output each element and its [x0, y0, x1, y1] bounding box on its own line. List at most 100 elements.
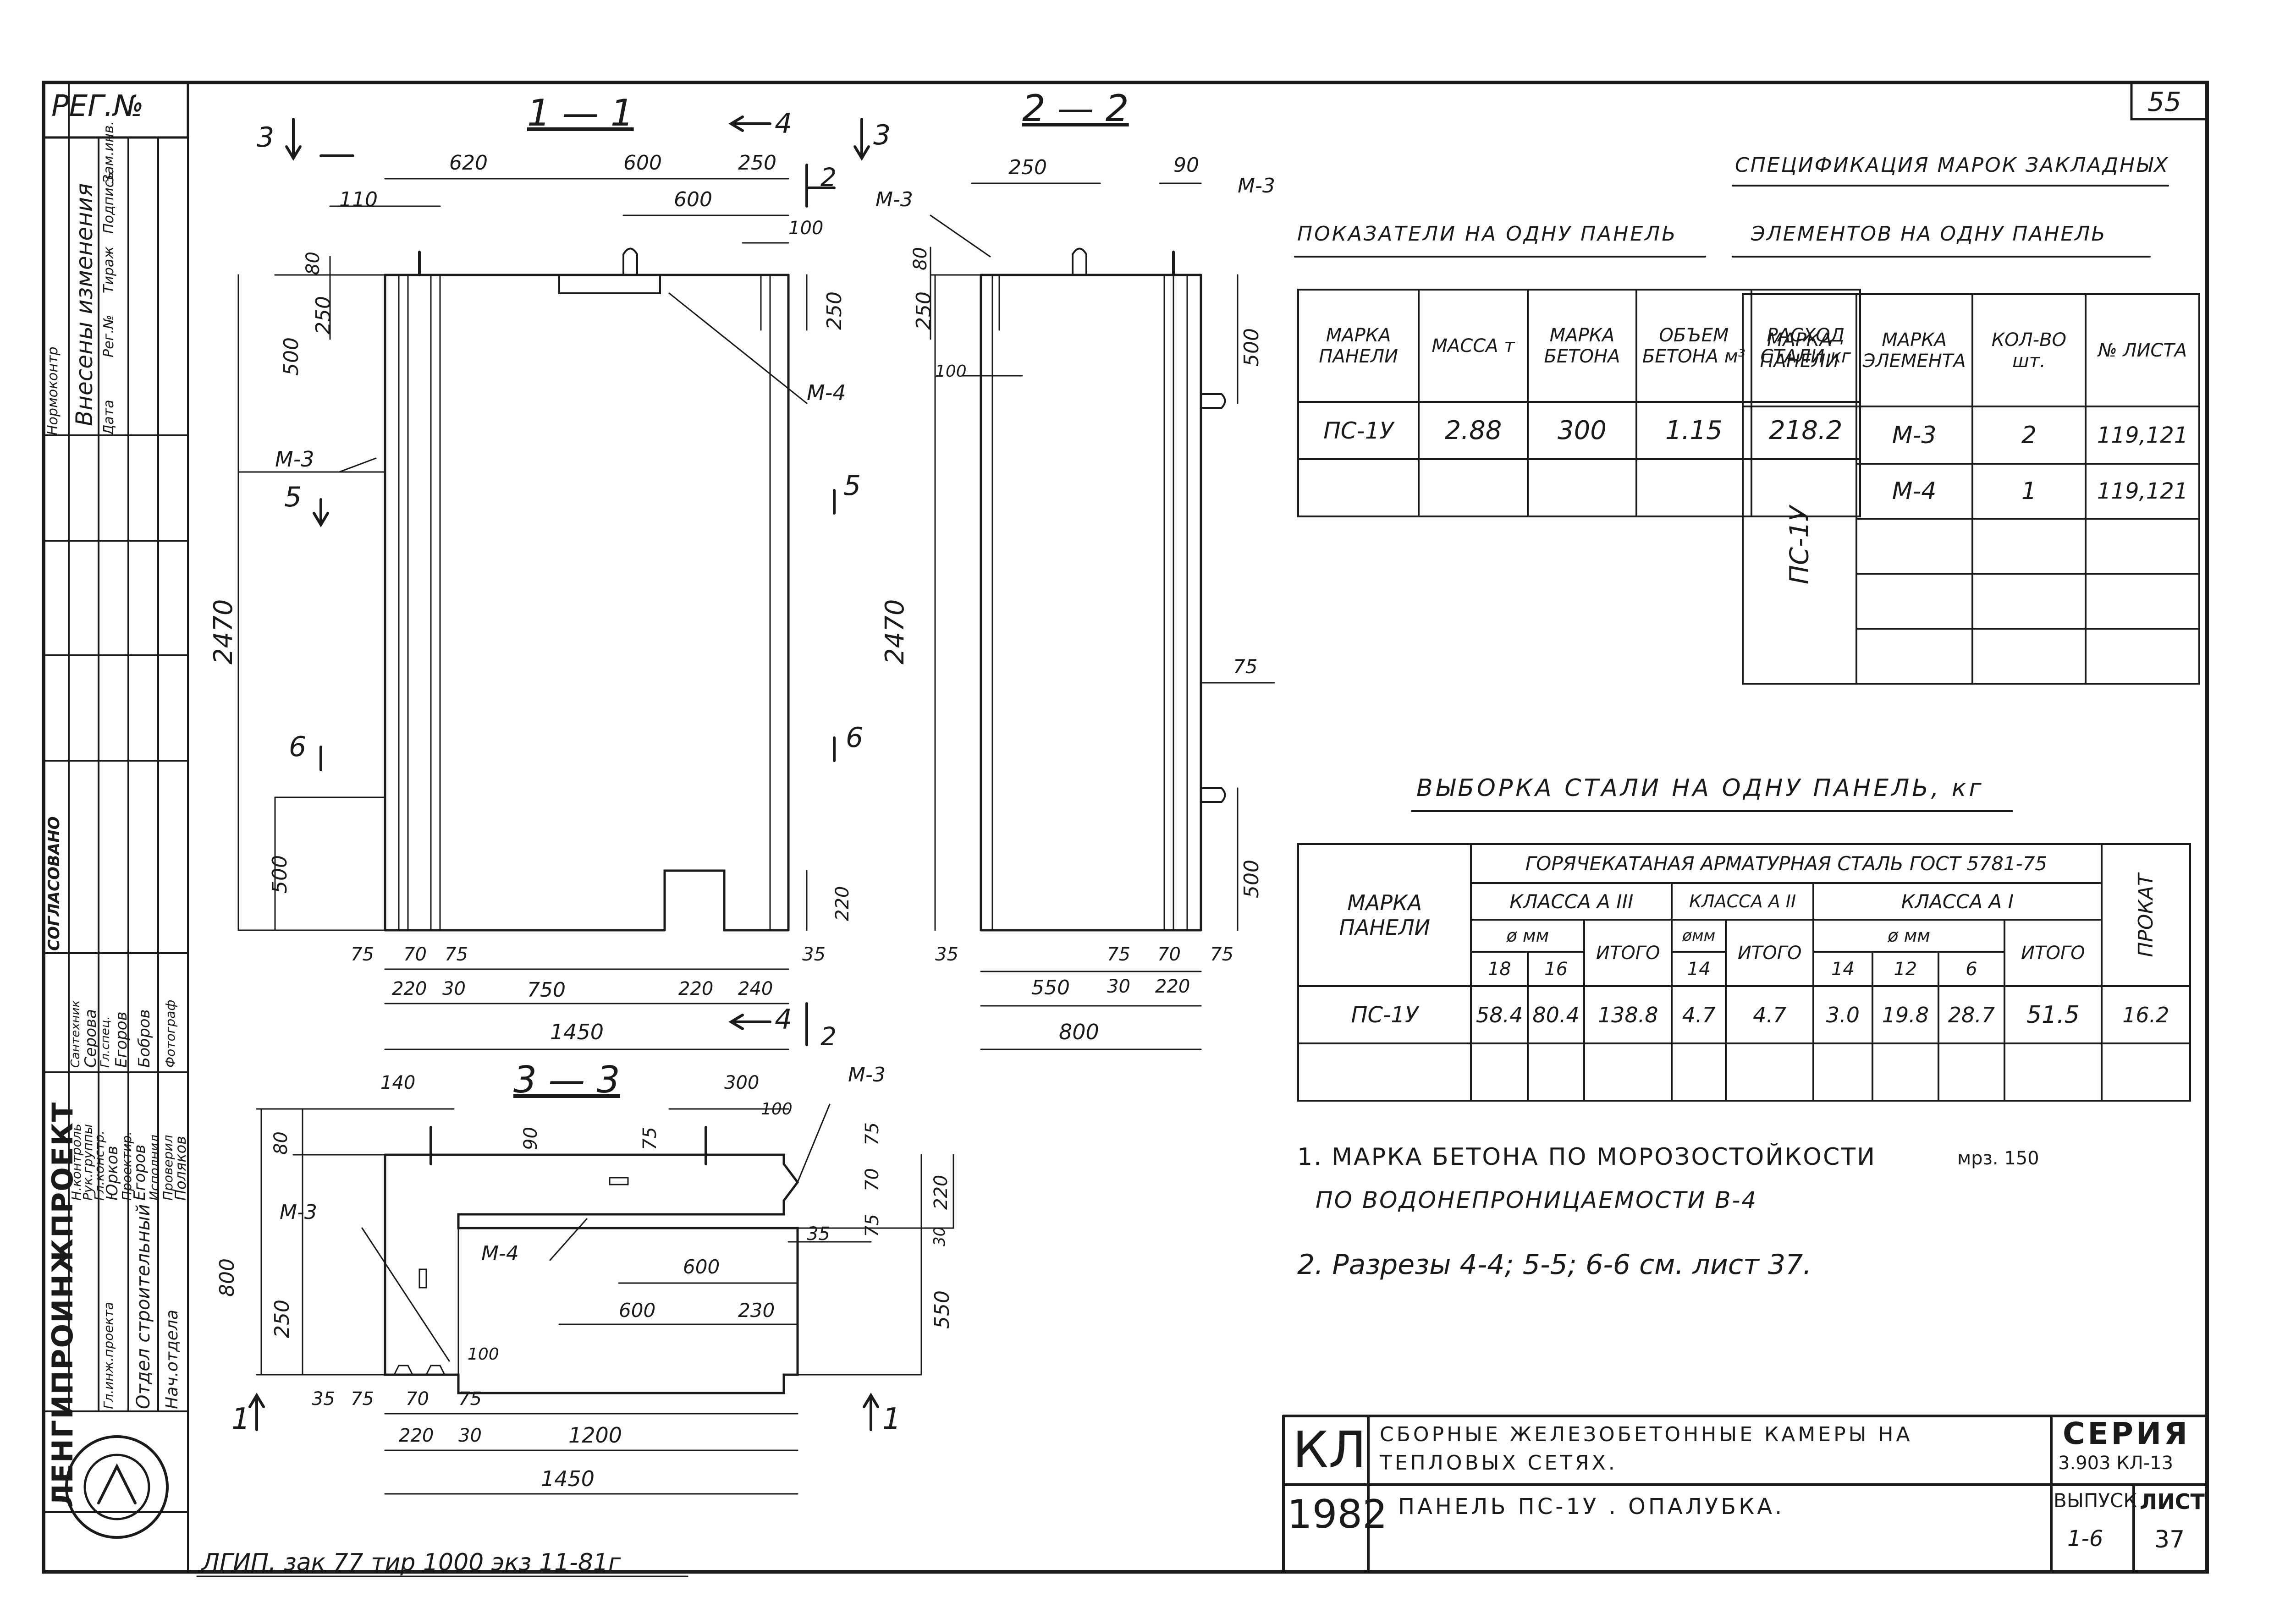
dim-75-2-2-right: 75: [1233, 655, 1258, 678]
dim-600-3-3-a: 600: [683, 1256, 720, 1278]
dim-90-3-3: 90: [520, 1127, 541, 1150]
title-block-issue-value: 1-6: [2067, 1526, 2103, 1552]
dim-620: 620: [449, 151, 488, 175]
section-1-1-title: 1 — 1: [527, 92, 634, 134]
dim-100-3-3: 100: [761, 1100, 793, 1119]
dim-250-left: 250: [312, 296, 335, 335]
steel-panel: ПС-1У: [1297, 985, 1472, 1044]
dim-250-2-2: 250: [1008, 156, 1047, 179]
title-block-issue-label: ВЫПУСК: [2054, 1489, 2137, 1512]
note-1-a: 1. МАРКА БЕТОНА ПО МОРОЗОСТОЙКОСТИ: [1297, 1143, 1877, 1171]
dim-30-3-3-r: 30: [931, 1226, 949, 1246]
cut-mark-6-left: 6: [289, 731, 307, 763]
margin-stamp-grid: [43, 82, 189, 1573]
steel-d-14b: 14: [1812, 951, 1873, 987]
dim-550-2-2: 550: [1031, 976, 1070, 999]
dim-75-3-3-top: 75: [639, 1127, 661, 1150]
ind-h-mass: МАССА т: [1418, 289, 1529, 403]
steel-h-class3: КЛАССА А III: [1470, 882, 1673, 921]
dim-35-a: 35: [802, 944, 826, 965]
reg-number-label: РЕГ.№: [51, 89, 144, 123]
dim-750: 750: [527, 978, 566, 1002]
table-title-underlines: [1294, 185, 2169, 812]
note-1-c: ПО ВОДОНЕПРОНИЦАЕМОСТИ В-4: [1316, 1187, 1758, 1213]
cut-mark-2-top: 2: [820, 163, 837, 192]
stamp-agreed-label: СОГЛАСОВАНО: [45, 816, 63, 951]
stamp-agreed-name-4: Фотограф: [163, 999, 178, 1068]
stamp-org-name: ЛЕНГИПРОИНЖПРОЕКТ: [46, 1101, 79, 1508]
steel-h-total-2: ИТОГО: [1725, 919, 1815, 987]
dim-30-3-3-b: 30: [458, 1425, 482, 1446]
dim-70-a: 70: [403, 944, 427, 965]
note-2: 2. Разрезы 4-4; 5-5; 6-6 см. лист 37.: [1297, 1249, 1812, 1281]
spec-element-1: М-3: [1855, 406, 1973, 465]
dim-230: 230: [738, 1299, 775, 1322]
steel-h-dia-1: ø мм: [1812, 919, 2006, 953]
title-block-sheet-label: ЛИСТ: [2140, 1489, 2205, 1514]
spec-h-panel: МАРКА ПАНЕЛИ: [1742, 293, 1857, 407]
stamp-head-label: Нач.отдела: [163, 1310, 182, 1409]
steel-v-rolled: 16.2: [2100, 985, 2191, 1044]
section-2-2-title: 2 — 2: [1022, 87, 1129, 130]
steel-v-12: 19.8: [1871, 985, 1939, 1044]
steel-d-16: 16: [1526, 951, 1586, 987]
section-1-1-dimension-lines: [237, 178, 808, 1050]
indicators-title: ПОКАЗАТЕЛИ НА ОДНУ ПАНЕЛЬ: [1297, 222, 1678, 246]
dim-70-3-3-r: 70: [862, 1168, 883, 1191]
leader-m3-1-1: М-3: [275, 447, 314, 472]
dim-800-2-2: 800: [1059, 1020, 1099, 1044]
dim-600-3-3-b: 600: [619, 1299, 656, 1322]
dim-500-2-2-top: 500: [1240, 328, 1263, 367]
dim-35-3-3-left: 35: [312, 1388, 335, 1410]
dim-600-inner: 600: [674, 188, 712, 211]
steel-h-group: ГОРЯЧЕКАТАНАЯ АРМАТУРНАЯ СТАЛЬ ГОСТ 5781…: [1470, 843, 2103, 884]
dim-1200: 1200: [568, 1423, 622, 1448]
sheet-number-box: [2130, 81, 2208, 121]
steel-title: ВЫБОРКА СТАЛИ НА ОДНУ ПАНЕЛЬ, кг: [1416, 774, 1984, 802]
dim-80-left: 80: [303, 252, 324, 275]
steel-table: МАРКА ПАНЕЛИ ГОРЯЧЕКАТАНАЯ АРМАТУРНАЯ СТ…: [1297, 843, 2191, 1102]
cut-mark-5-right: 5: [843, 470, 861, 502]
dim-75-a: 75: [351, 944, 374, 965]
spec-h-sheet: № ЛИСТА: [2085, 293, 2200, 407]
lengiproinzhproekt-logo-ring: [65, 1435, 169, 1539]
stamp-agreed-role-1: Сантехник: [69, 1000, 83, 1068]
dim-80-3-3: 80: [270, 1131, 292, 1155]
section-1-1-lines: [384, 247, 790, 932]
leader-m4-3-3: М-4: [481, 1242, 519, 1265]
steel-v-total2: 4.7: [1725, 985, 1815, 1044]
steel-h-dia-3: ø мм: [1470, 919, 1586, 953]
dim-70-2-2: 70: [1157, 944, 1181, 965]
dim-220-a: 220: [392, 978, 427, 999]
dim-35-2-2: 35: [935, 944, 958, 965]
cut-mark-2-bottom: 2: [820, 1022, 837, 1051]
leader-m4-1-1: М-4: [807, 380, 846, 405]
cut-arrows: [248, 115, 879, 1431]
dim-30-2-2: 30: [1107, 976, 1130, 997]
spec-sheet-2: 119,121: [2085, 463, 2200, 520]
leader-m3-3-3-b: М-3: [280, 1201, 317, 1224]
cut-mark-3-right: 3: [873, 119, 891, 151]
dim-220-right: 220: [832, 886, 853, 921]
dim-220-3-3-b: 220: [399, 1425, 434, 1446]
dim-250-right: 250: [823, 291, 846, 330]
ind-mass: 2.88: [1418, 401, 1529, 460]
sheet-number: 55: [2147, 86, 2181, 117]
dim-35-3-3-inner: 35: [807, 1223, 830, 1245]
dim-2470-left: 2470: [209, 599, 238, 664]
stamp-header-label: Внесены изменения: [71, 183, 98, 426]
leader-m3-3-3-a: М-3: [848, 1063, 886, 1086]
steel-h-dia-2: øмм: [1671, 919, 1727, 953]
title-block-project: СБОРНЫЕ ЖЕЛЕЗОБЕТОННЫЕ КАМЕРЫ НА ТЕПЛОВЫ…: [1380, 1423, 1913, 1475]
cut-mark-4-bottom: 4: [775, 1004, 793, 1036]
dim-30-a: 30: [442, 978, 466, 999]
dim-1450-3-3: 1450: [541, 1466, 595, 1491]
steel-v-14a: 4.7: [1671, 985, 1727, 1044]
steel-v-total3: 138.8: [1583, 985, 1673, 1044]
section-2-2-lines: [980, 247, 1226, 932]
note-1-b: мрз. 150: [1957, 1148, 2039, 1169]
stamp-col-4: Тираж: [101, 246, 117, 293]
section-3-3-dimension-lines: [256, 1103, 954, 1495]
stamp-staff-name-4: Егоров: [131, 1144, 149, 1201]
spec-panel-cell: ПС-1У: [1742, 406, 1857, 685]
